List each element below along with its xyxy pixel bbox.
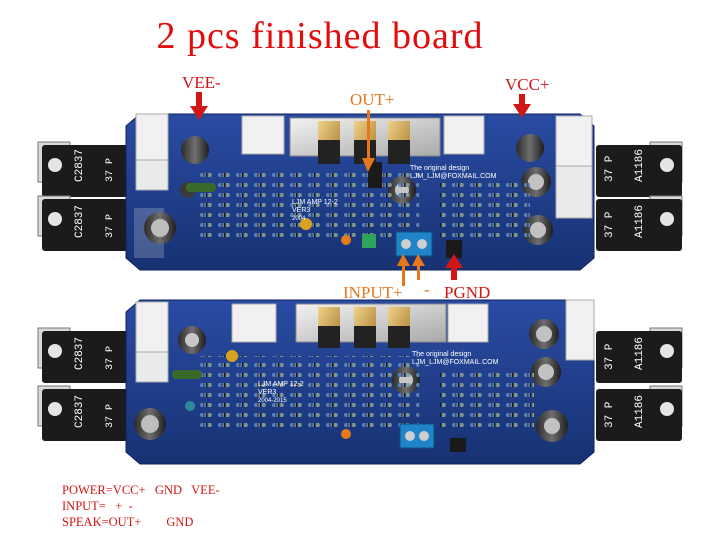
svg-text:37 P: 37 P: [105, 404, 116, 428]
label-input: INPUT+: [343, 283, 403, 302]
svg-text:37 P: 37 P: [604, 155, 616, 182]
transistor-mark: C2837: [74, 149, 86, 182]
svg-text:37 P: 37 P: [604, 401, 616, 428]
note-speak: SPEAK=OUT+ GND: [62, 515, 194, 529]
arrow-vcc: [513, 94, 531, 118]
board-design-text-2: The original design: [412, 351, 471, 358]
transistor-left-1: C2837 37 P: [37, 141, 128, 197]
svg-text:C2837: C2837: [74, 337, 86, 370]
svg-text:C2837: C2837: [74, 205, 86, 238]
label-minus: -: [424, 280, 430, 299]
svg-text:37 P: 37 P: [604, 211, 616, 238]
transistor-left-2: C2837 37 P: [37, 195, 128, 251]
page-title: 2 pcs finished board: [156, 15, 484, 57]
arrow-input-plus: [397, 254, 410, 286]
svg-text:LJM AMP 12-2: LJM AMP 12-2: [258, 381, 304, 388]
note-power: POWER=VCC+ GND VEE-: [62, 483, 220, 497]
note-input: INPUT= + -: [62, 499, 133, 513]
label-vee: VEE-: [182, 73, 221, 92]
board-bottom: C2837 37 P C2837 37 P 37 P A1186 37 P A1…: [37, 299, 683, 465]
arrow-input-minus: [412, 254, 425, 280]
transistor-right-2: 37 P A1186: [596, 195, 683, 251]
svg-text:VER3: VER3: [292, 207, 310, 214]
svg-text:C2837: C2837: [74, 395, 86, 428]
transistor-left-3: C2837 37 P: [37, 327, 128, 383]
svg-text:37 P: 37 P: [105, 158, 116, 182]
label-out: OUT+: [350, 90, 395, 109]
svg-text:37 P: 37 P: [105, 214, 116, 238]
svg-text:LJM AMP 12-2: LJM AMP 12-2: [292, 199, 338, 206]
svg-text:VER3: VER3: [258, 389, 276, 396]
transistor-right-3: 37 P A1186: [596, 327, 683, 383]
transistor-left-4: C2837 37 P: [37, 385, 128, 441]
svg-text:A1186: A1186: [634, 205, 646, 238]
svg-text:2004-2015: 2004-2015: [258, 398, 287, 404]
svg-text:A1186: A1186: [634, 337, 646, 370]
arrow-vee: [190, 92, 208, 120]
label-pgnd: PGND: [444, 283, 491, 302]
transistor-right-1: 37 P A1186: [596, 141, 683, 197]
svg-text:37 P: 37 P: [105, 346, 116, 370]
svg-text:LJM_LJM@FOXMAIL.COM: LJM_LJM@FOXMAIL.COM: [410, 173, 497, 180]
label-vcc: VCC+: [505, 75, 550, 94]
svg-text:A1186: A1186: [634, 395, 646, 428]
svg-text:LJM_LJM@FOXMAIL.COM: LJM_LJM@FOXMAIL.COM: [412, 359, 499, 366]
svg-text:37 P: 37 P: [604, 343, 616, 370]
board-top: C2837 37 P C2837 37 P 37 P A1186 37 P A1…: [37, 113, 683, 271]
arrow-pgnd: [445, 254, 463, 280]
board-design-text: The original design: [410, 165, 469, 172]
svg-text:A1186: A1186: [634, 149, 646, 182]
arrow-out: [362, 110, 375, 172]
transistor-right-4: 37 P A1186: [596, 385, 683, 441]
svg-text:2004: 2004: [292, 216, 306, 222]
connection-notes: POWER=VCC+ GND VEE- INPUT= + - SPEAK=OUT+ …: [62, 482, 220, 530]
